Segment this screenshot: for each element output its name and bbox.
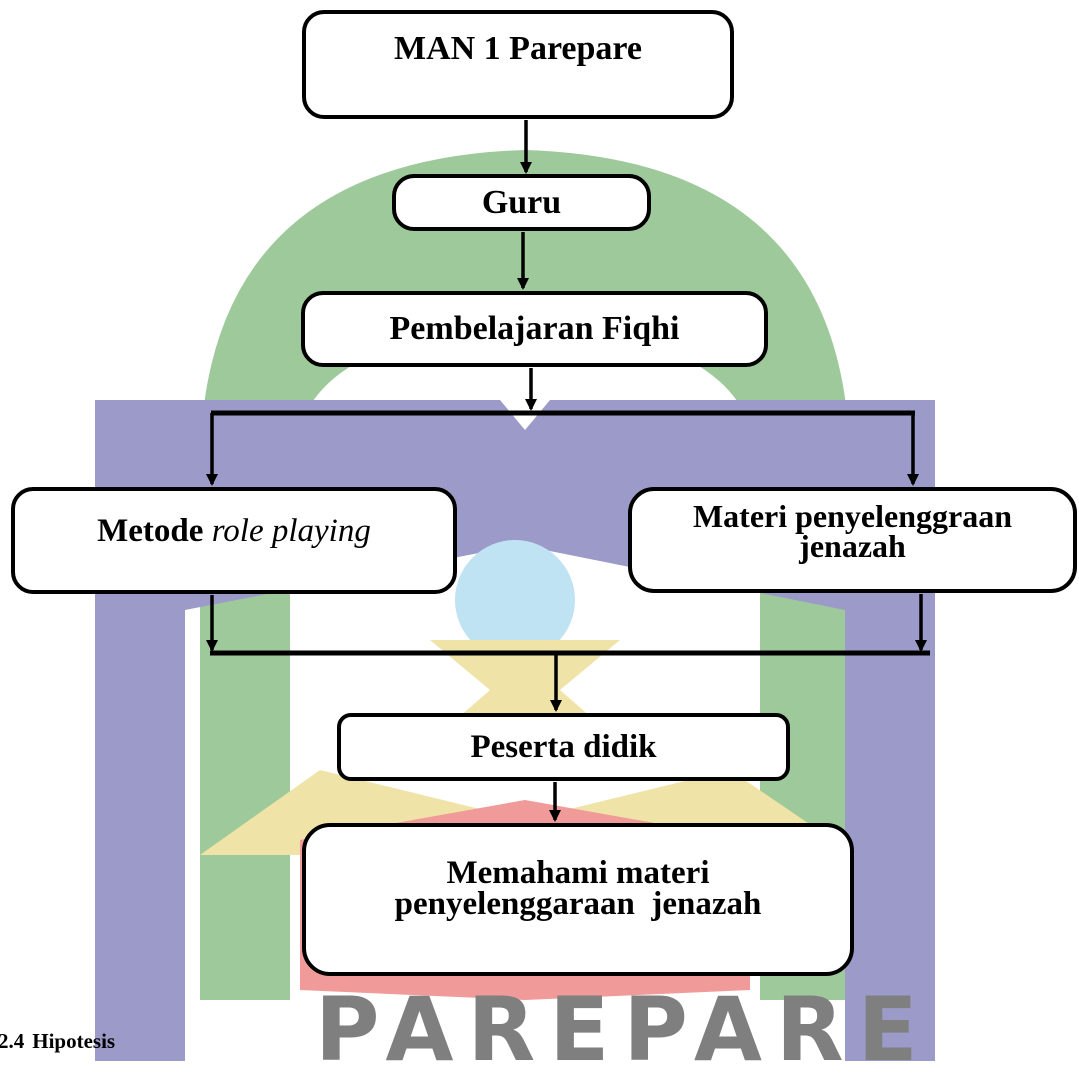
node-materi-line2: jenazah [799, 528, 906, 564]
node-guru-label: Guru [481, 183, 562, 221]
node-materi-line1: Materi penyelenggraan [692, 498, 1013, 534]
node-memahami-materi: Memahami materi penyelenggaraan jenazah [302, 823, 854, 976]
node-man-label: MAN 1 Parepare [393, 29, 642, 67]
node-man-1-parepare: MAN 1 Parepare [302, 10, 734, 119]
node-memahami-line1: Memahami materi [446, 854, 710, 891]
node-metode-label: Metode [97, 513, 204, 549]
node-memahami-line2: penyelenggaraan jenazah [394, 885, 762, 922]
node-peserta-label: Peserta didik [470, 728, 657, 765]
node-metode-role-playing: Metode role playing [11, 487, 457, 594]
watermark-yellow-book [200, 640, 855, 855]
node-materi-penyelenggraan-jenazah: Materi penyelenggraan jenazah [628, 487, 1077, 593]
node-pembelajaran-label: Pembelajaran Fiqhi [389, 310, 680, 347]
node-pembelajaran-fiqhi: Pembelajaran Fiqhi [301, 291, 768, 367]
node-guru: Guru [392, 174, 651, 231]
section-number: 2.4 [0, 1029, 25, 1053]
node-peserta-didik: Peserta didik [337, 713, 790, 781]
section-heading: 2.4 Hipotesis [0, 1029, 115, 1054]
watermark-globe [455, 540, 575, 660]
node-metode-italic-label: role playing [211, 513, 371, 549]
section-title: Hipotesis [32, 1029, 116, 1053]
